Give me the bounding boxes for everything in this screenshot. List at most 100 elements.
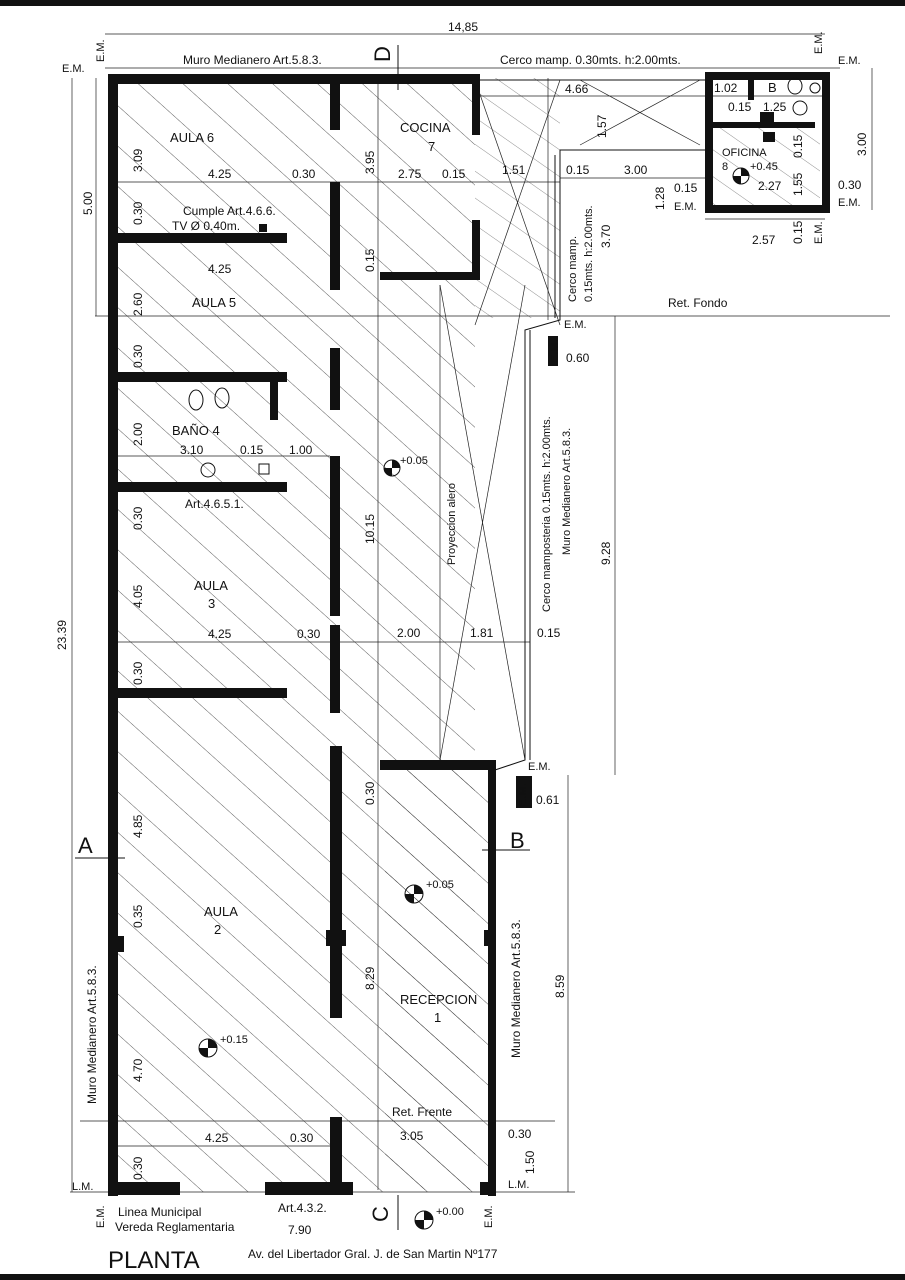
dim-w-1-00: 1.00 bbox=[289, 443, 313, 457]
dim-r-1-55: 1.55 bbox=[791, 172, 805, 196]
dim-w-8-29: 8.29 bbox=[363, 966, 377, 990]
dim-2-00: 2.00 bbox=[131, 422, 145, 446]
dim-total-depth: 23.39 bbox=[55, 620, 69, 650]
dim-w-2-75: 2.75 bbox=[398, 167, 422, 181]
level-entrance: +0.00 bbox=[436, 1206, 464, 1218]
dim-r-3-00: 3.00 bbox=[624, 163, 648, 177]
room-aula-6: AULA 6 bbox=[170, 130, 214, 145]
lm-left: L.M. bbox=[72, 1181, 93, 1193]
em-0-61-v: E.M. bbox=[517, 783, 529, 806]
dim-0-35: 0.35 bbox=[131, 904, 145, 928]
dim-r-8-59: 8.59 bbox=[553, 974, 567, 998]
em-top-right: E.M. bbox=[838, 55, 861, 67]
dim-4-70: 4.70 bbox=[131, 1058, 145, 1082]
dim-w-0-15-b: 0.15 bbox=[240, 443, 264, 457]
room-oficina: OFICINA bbox=[722, 147, 767, 159]
dim-r-1-25: 1.25 bbox=[763, 100, 787, 114]
room-oficina-number: 8 bbox=[722, 161, 728, 173]
dim-w-0-30-d: 0.30 bbox=[290, 1131, 314, 1145]
hatch-oficina bbox=[712, 128, 820, 208]
dim-r-9-28: 9.28 bbox=[599, 541, 613, 565]
line-patio-x6 bbox=[579, 79, 701, 146]
em-top-left: E.M. bbox=[62, 63, 85, 75]
dim-w-1-81: 1.81 bbox=[470, 626, 494, 640]
dim-r-2-27: 2.27 bbox=[758, 179, 782, 193]
dim-w-4-25-a: 4.25 bbox=[208, 167, 232, 181]
dim-2-60: 2.60 bbox=[131, 292, 145, 316]
dim-w-4-25-b: 4.25 bbox=[208, 262, 232, 276]
dim-r-0-15-c: 0.15 bbox=[728, 100, 752, 114]
room-recepcion-number: 1 bbox=[434, 1010, 441, 1025]
note-tv: TV Ø 0.40m. bbox=[172, 219, 240, 233]
dim-right-3-00: 3.00 bbox=[855, 132, 869, 156]
dim-w-4-25-c: 4.25 bbox=[208, 627, 232, 641]
note-vereda: Vereda Reglamentaria bbox=[115, 1220, 235, 1234]
note-muro-top: Muro Medianero Art.5.8.3. bbox=[183, 53, 322, 67]
level-symbols bbox=[198, 167, 750, 1230]
em-ofi-bottom-v: E.M. bbox=[813, 221, 825, 244]
level-aula-2: +0.15 bbox=[220, 1034, 248, 1046]
note-cerco-top: Cerco mamp. 0.30mts. h:2.00mts. bbox=[500, 53, 681, 67]
dim-total-width: 14,85 bbox=[448, 20, 478, 34]
room-cocina: COCINA bbox=[400, 120, 451, 135]
dim-w-0-15-c: 0.15 bbox=[537, 626, 561, 640]
dim-w-3-95: 3.95 bbox=[363, 150, 377, 174]
room-aula-2-number: 2 bbox=[214, 922, 221, 937]
dim-w-0-30-r: 0.30 bbox=[508, 1127, 532, 1141]
dim-0-30-c: 0.30 bbox=[131, 506, 145, 530]
note-cerco-mamp-v2: 0.15mts. h:2.00mts. bbox=[583, 205, 595, 302]
dim-w-2-00: 2.00 bbox=[397, 626, 421, 640]
note-muro-left: Muro Medianero Art.5.8.3. bbox=[85, 965, 99, 1104]
hatch-patio bbox=[475, 78, 560, 318]
dim-r-1-02: 1.02 bbox=[714, 81, 738, 95]
note-ret-frente: Ret. Frente bbox=[392, 1105, 452, 1119]
dim-r-0-15-e: 0.15 bbox=[791, 220, 805, 244]
dim-0-30-a: 0.30 bbox=[131, 201, 145, 225]
line-proyeccion-x2 bbox=[474, 79, 561, 326]
dim-w-0-15-v: 0.15 bbox=[363, 248, 377, 272]
dim-3-09: 3.09 bbox=[131, 148, 145, 172]
dim-r-0-15-d: 0.15 bbox=[791, 134, 805, 158]
em-bottom-right-v: E.M. bbox=[483, 1205, 495, 1228]
room-aula-3: AULA bbox=[194, 578, 228, 593]
level-kitchen-area: +0.05 bbox=[400, 455, 428, 467]
dim-4-05: 4.05 bbox=[131, 584, 145, 608]
dim-w-1-50: 1.50 bbox=[523, 1150, 537, 1174]
frame-top bbox=[0, 0, 905, 6]
dim-w-0-30-a: 0.30 bbox=[292, 167, 316, 181]
dim-r-3-70: 3.70 bbox=[599, 224, 613, 248]
em-top-right-v: E.M. bbox=[813, 31, 825, 54]
cerco-line bbox=[475, 79, 705, 771]
dim-4-85: 4.85 bbox=[131, 814, 145, 838]
note-cerco-mamp-v: Cerco mamp. bbox=[567, 236, 579, 302]
dim-r-2-57: 2.57 bbox=[752, 233, 776, 247]
dim-r-0-15-a: 0.15 bbox=[566, 163, 590, 177]
room-recepcion: RECEPCION bbox=[400, 992, 477, 1007]
dim-r-1-57: 1.57 bbox=[595, 114, 609, 138]
note-art-4651: Art.4.6.5.1. bbox=[185, 497, 244, 511]
dim-w-7-90: 7.90 bbox=[288, 1223, 312, 1237]
room-cocina-number: 7 bbox=[428, 139, 435, 154]
em-bottom-left-v: E.M. bbox=[95, 1205, 107, 1228]
em-r-1: E.M. bbox=[674, 201, 697, 213]
em-0-61: E.M. bbox=[528, 761, 551, 773]
section-b-label: B bbox=[510, 828, 525, 853]
note-proyeccion: Proyeccion alero bbox=[446, 483, 458, 565]
note-cerco-long-2: Muro Medianero Art.5.8.3. bbox=[561, 428, 573, 555]
dim-w-10-15: 10.15 bbox=[363, 514, 377, 544]
note-cumple: Cumple Art.4.6.6. bbox=[183, 204, 276, 218]
section-d-label: D bbox=[370, 46, 395, 62]
dim-r-0-61: 0.61 bbox=[536, 793, 560, 807]
room-aula-3-number: 3 bbox=[208, 596, 215, 611]
dim-0-30-e: 0.30 bbox=[131, 1156, 145, 1180]
page-title: PLANTA bbox=[108, 1247, 200, 1274]
dim-w-0-15-a: 0.15 bbox=[442, 167, 466, 181]
dim-0-30-d: 0.30 bbox=[131, 661, 145, 685]
dim-r-1-28: 1.28 bbox=[653, 186, 667, 210]
dim-w-4-25-d: 4.25 bbox=[205, 1131, 229, 1145]
em-r-2: E.M. bbox=[564, 319, 587, 331]
section-a-label: A bbox=[78, 833, 93, 858]
dim-w-3-10: 3.10 bbox=[180, 443, 204, 457]
lm-right: L.M. bbox=[508, 1179, 529, 1191]
